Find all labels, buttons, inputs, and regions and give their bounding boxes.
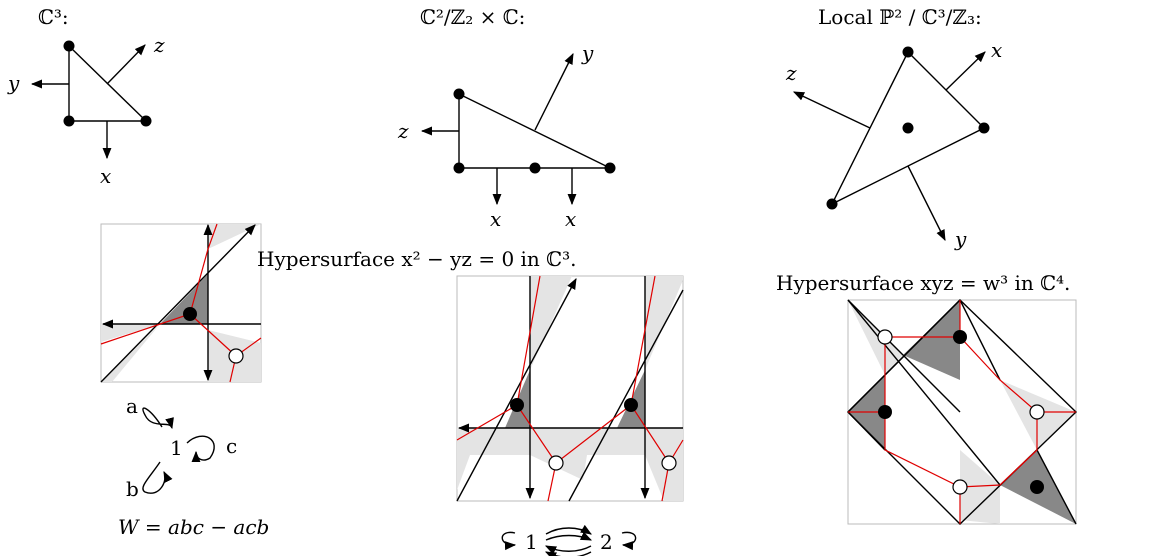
lattice-point [453, 88, 465, 100]
arrow-label-a: a [126, 394, 138, 418]
lattice-point [902, 46, 914, 58]
label-y-p2: y [954, 227, 967, 251]
loop-node-2 [621, 531, 637, 551]
white-node [877, 329, 893, 345]
panel-p2: Local ℙ² / ℂ³/ℤ₃: x y z Hypersurface xyz… [776, 5, 1078, 525]
quiver-node-1: 1 [170, 436, 183, 460]
black-node [183, 307, 197, 321]
brane-tiling-c2z2 [456, 275, 684, 502]
white-node [661, 455, 677, 471]
label-x1-c2z2: x [490, 207, 501, 231]
lattice-point [63, 40, 75, 52]
lattice-point [826, 198, 838, 210]
toric-diagram-p2: x y z [785, 38, 1002, 251]
white-node [952, 479, 968, 495]
arrow-2-to-1-a [544, 545, 592, 555]
label-z-c2z2: z [397, 119, 409, 143]
quiver-node-1: 1 [525, 530, 538, 554]
hypersurface-p2: Hypersurface xyz = w³ in ℂ⁴. [776, 271, 1070, 295]
black-node [1030, 480, 1044, 494]
lattice-point [529, 162, 541, 174]
arrow-label-c: c [226, 434, 237, 458]
superpotential: W = abc − acb [118, 515, 269, 539]
arrow-z-c3 [106, 44, 146, 85]
white-node [1029, 404, 1045, 420]
lattice-point [453, 162, 465, 174]
quiver-c2z2: 1 2 [501, 524, 637, 556]
arrow-1-to-2-top [545, 524, 592, 535]
loop-a [142, 407, 174, 430]
lattice-point [140, 115, 152, 127]
label-y-c2z2: y [581, 41, 594, 65]
loop-c [186, 435, 215, 463]
label-z-p2: z [785, 61, 797, 85]
white-node [228, 348, 244, 364]
label-x2-c2z2: x [565, 207, 576, 231]
lattice-point [978, 122, 990, 134]
toric-diagram-c2z2: z x x y [397, 41, 616, 231]
brane-tiling-p2 [847, 299, 1078, 525]
arrow-y-c2z2 [534, 52, 574, 131]
lattice-point [604, 162, 616, 174]
toric-diagram-c3: x y z [7, 33, 165, 188]
title-p2: Local ℙ² / ℂ³/ℤ₃: [818, 5, 982, 29]
black-node [624, 398, 638, 412]
white-node [548, 455, 564, 471]
label-x-p2: x [991, 38, 1002, 62]
arrow-x-p2 [945, 51, 986, 91]
arrow-2-to-1-b [544, 551, 592, 556]
panel-c3: ℂ³: x y z [7, 5, 269, 539]
title-c3: ℂ³: [38, 5, 69, 29]
arrow-z-p2 [792, 91, 871, 129]
label-x-c3: x [100, 164, 111, 188]
hypersurface-c2z2: Hypersurface x² − yz = 0 in ℂ³. [257, 247, 576, 271]
arrow-label-b: b [126, 477, 139, 501]
title-c2z2: ℂ²/ℤ₂ × ℂ: [420, 5, 525, 29]
loop-node-1 [501, 531, 517, 551]
brane-tiling-c3 [100, 223, 262, 383]
black-node [878, 405, 892, 419]
lattice-point-interior [902, 122, 914, 134]
label-z-c3: z [153, 33, 165, 57]
arrow-y-p2 [907, 165, 946, 242]
label-y-c3: y [7, 71, 20, 95]
lattice-point [63, 115, 75, 127]
black-node [510, 398, 524, 412]
arrow-1-to-2-mid [545, 531, 593, 541]
black-node [953, 330, 967, 344]
quiver-node-2: 2 [600, 530, 613, 554]
panel-c2z2: ℂ²/ℤ₂ × ℂ: z x x y Hypersurface x² − yz … [257, 5, 684, 556]
loop-b [142, 461, 173, 494]
quiver-c3: 1 a c b W = abc − acb [118, 394, 269, 539]
